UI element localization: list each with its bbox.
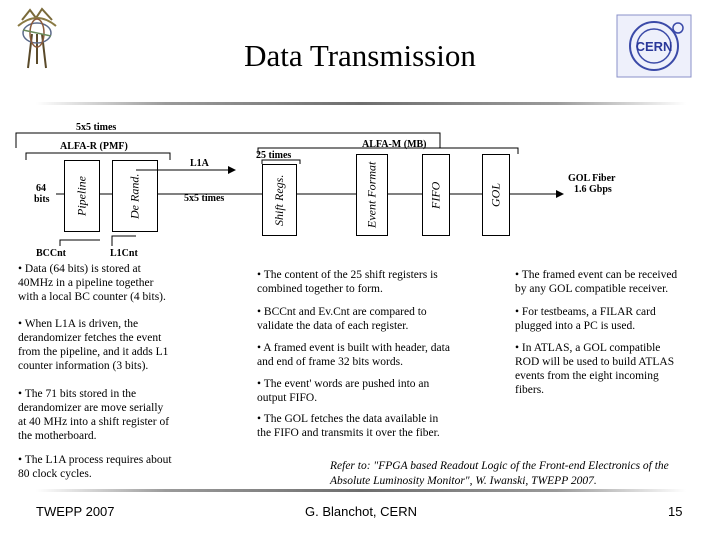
footer-author: G. Blanchot, CERN	[305, 504, 417, 519]
reference-line-2: Absolute Luminosity Monitor", W. Iwanski…	[330, 475, 597, 487]
slide-title: Data Transmission	[244, 38, 476, 73]
page-number: 15	[668, 504, 683, 519]
svg-text:CERN: CERN	[636, 39, 673, 54]
bullet-item: • The content of the 25 shift registers …	[257, 269, 438, 295]
footer-divider	[36, 489, 686, 492]
footer-event: TWEPP 2007	[36, 504, 115, 519]
derandomizer-block: De Rand.	[112, 160, 158, 232]
bullet-item: • A framed event is built with header, d…	[257, 342, 450, 368]
fifo-block: FIFO	[422, 154, 450, 236]
label-bits: bits	[34, 194, 50, 205]
gol-label: GOL	[488, 183, 503, 208]
atlas-logo-icon	[8, 6, 66, 72]
event-format-label: Event Format	[364, 161, 379, 229]
label-bccnt: BCCnt	[36, 248, 67, 259]
shift-registers-block: Shift Regs.	[262, 164, 297, 236]
reference-note: Refer to: "FPGA based Readout Logic of t…	[330, 459, 700, 489]
label-alfa-r: ALFA-R (PMF)	[60, 141, 128, 152]
pipeline-label: Pipeline	[74, 176, 89, 216]
gol-block: GOL	[482, 154, 510, 236]
label-gol-speed: 1.6 Gbps	[574, 184, 612, 195]
shift-registers-label: Shift Regs.	[272, 174, 286, 226]
pipeline-block: Pipeline	[64, 160, 100, 232]
label-5x5-times-top: 5x5 times	[76, 122, 117, 133]
label-64: 64	[36, 183, 46, 194]
fifo-label: FIFO	[428, 181, 443, 209]
label-25-times: 25 times	[256, 150, 292, 161]
cern-logo-icon: CERN	[616, 14, 692, 78]
event-format-block: Event Format	[356, 154, 388, 236]
label-5x5-times: 5x5 times	[184, 193, 225, 204]
bullets-column-2: • The content of the 25 shift registers …	[257, 268, 497, 440]
label-l1a: L1A	[190, 158, 209, 169]
diagram-connections	[15, 132, 564, 246]
label-l1cnt: L1Cnt	[110, 248, 138, 259]
label-gol-fiber: GOL Fiber	[568, 173, 616, 184]
reference-line-1: Refer to: "FPGA based Readout Logic of t…	[330, 460, 669, 472]
header-divider	[36, 102, 686, 105]
label-alfa-m: ALFA-M (MB)	[362, 139, 427, 150]
derandomizer-label: De Rand.	[127, 173, 142, 219]
